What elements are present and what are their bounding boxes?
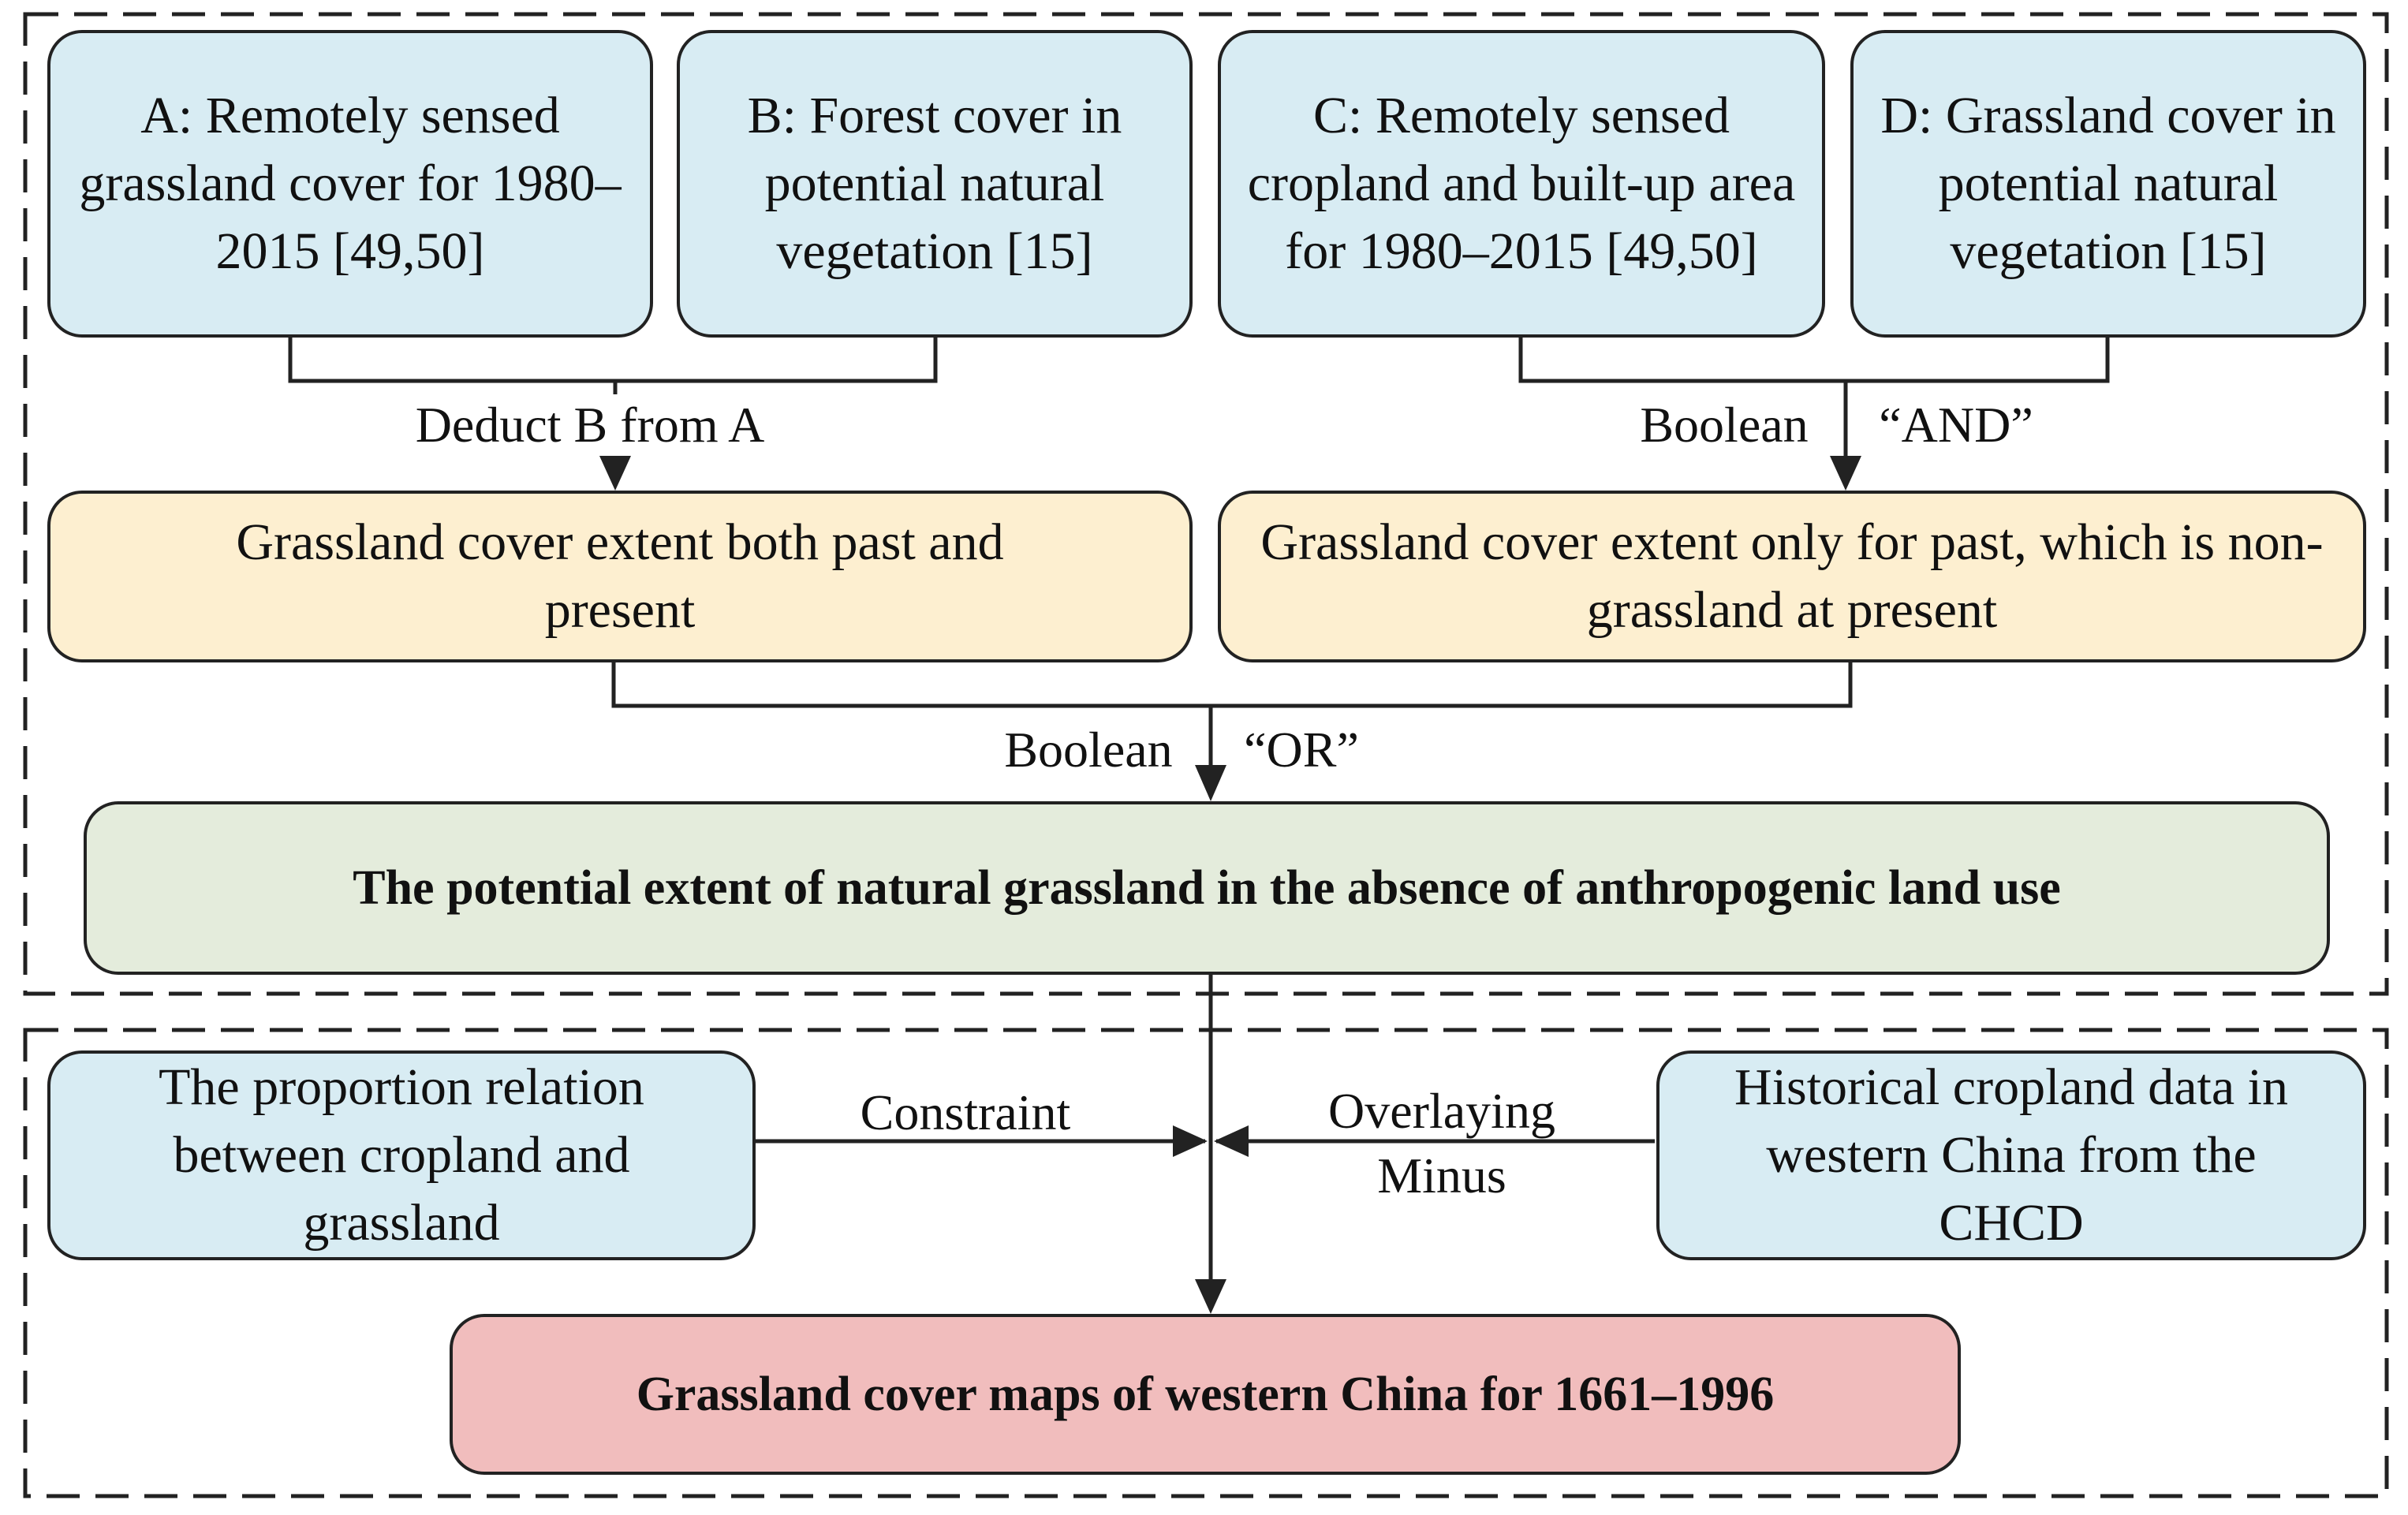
box-c-remote-cropland: C: Remotely sensed cropland and built-up… xyxy=(1218,30,1825,338)
label-boolean-and-right: “AND” xyxy=(1874,394,2038,456)
arrowhead-constraint xyxy=(1173,1125,1208,1157)
label-boolean-and-left: Boolean xyxy=(1635,394,1813,456)
arrowhead-potential-extent xyxy=(1195,765,1226,801)
arrowhead-overlaying xyxy=(1214,1125,1249,1157)
label-boolean-or-right: “OR” xyxy=(1239,719,1364,781)
box-proportion-relation: The proportion relation between cropland… xyxy=(47,1050,756,1260)
arrowhead-past-and-present xyxy=(599,456,631,491)
upper-group-frame xyxy=(23,12,2389,996)
lower-group-frame xyxy=(23,1028,2389,1498)
label-boolean-or-left: Boolean xyxy=(999,719,1178,781)
connector-yellow-boxes xyxy=(611,662,1853,708)
connector-a-b xyxy=(288,338,938,383)
label-minus: Minus xyxy=(1377,1147,1506,1203)
arrowhead-past-only xyxy=(1830,456,1861,491)
arrowhead-output xyxy=(1195,1279,1226,1314)
box-d-grassland-pnv: D: Grassland cover in potential natural … xyxy=(1850,30,2366,338)
connector-c-d xyxy=(1518,338,2110,383)
label-overlaying: Overlaying xyxy=(1328,1083,1555,1139)
box-potential-natural-grassland: The potential extent of natural grasslan… xyxy=(84,801,2330,975)
box-grassland-past-only: Grassland cover extent only for past, wh… xyxy=(1218,491,2366,662)
label-constraint: Constraint xyxy=(860,1084,1071,1140)
box-b-forest-cover: B: Forest cover in potential natural veg… xyxy=(677,30,1193,338)
box-output-grassland-maps: Grassland cover maps of western China fo… xyxy=(450,1314,1961,1475)
label-deduct-b-from-a: Deduct B from A xyxy=(410,394,770,456)
box-grassland-past-and-present: Grassland cover extent both past and pre… xyxy=(47,491,1193,662)
box-historical-cropland-chcd: Historical cropland data in western Chin… xyxy=(1656,1050,2366,1260)
box-a-remote-grassland: A: Remotely sensed grassland cover for 1… xyxy=(47,30,653,338)
